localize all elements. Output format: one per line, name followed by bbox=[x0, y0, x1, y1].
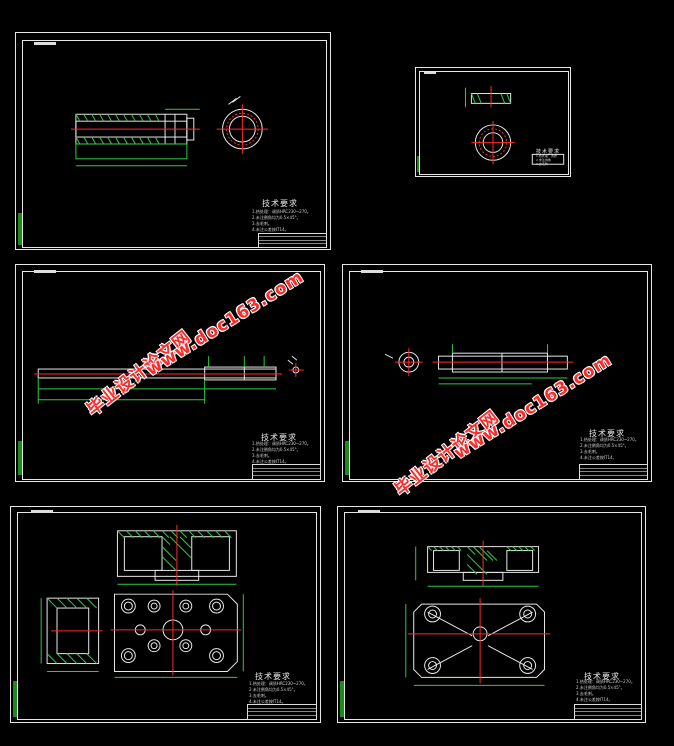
sheet-inner-frame bbox=[344, 512, 642, 720]
tech-requirements-heading: 技术要求 bbox=[262, 199, 298, 208]
tech-note: 4.未注公差按IT14。 bbox=[576, 697, 613, 702]
tech-note: 3.去毛刺 bbox=[536, 162, 548, 166]
sheet-margin-strip bbox=[417, 156, 419, 172]
sheet-margin-strip bbox=[13, 681, 17, 717]
tech-note: 4.未注公差按IT14。 bbox=[252, 227, 289, 232]
sheet-label-tag bbox=[358, 510, 380, 513]
tech-note: 3.去毛刺。 bbox=[252, 221, 272, 226]
tech-note: 2.未注倒角均为0.5×45°。 bbox=[249, 687, 298, 692]
tech-note: 3.去毛刺。 bbox=[580, 449, 600, 454]
tech-note: 2.未注倒角 bbox=[536, 158, 551, 162]
sheet-margin-strip bbox=[340, 681, 344, 717]
sheet-label-tag bbox=[31, 510, 53, 513]
roller-shaft-drawing bbox=[384, 344, 574, 385]
title-block bbox=[258, 233, 327, 248]
tech-note: 4.未注公差按IT14。 bbox=[249, 699, 286, 704]
tech-note: 2.未注倒角均为0.5×45°。 bbox=[252, 447, 301, 452]
sheet-label-tag bbox=[424, 72, 436, 74]
sheet-inner-frame bbox=[22, 271, 321, 480]
sheet-inner-frame bbox=[22, 40, 327, 248]
tech-note: 1.热处理：调质HRC230~270。 bbox=[252, 441, 311, 446]
title-block bbox=[247, 704, 317, 720]
drawing-sheet-roller-shaft[interactable]: 技术要求 1.热处理：调质HRC230~270。 2.未注倒角均为0.5×45°… bbox=[342, 264, 652, 482]
sheet-inner-frame bbox=[349, 271, 648, 480]
title-block bbox=[252, 464, 321, 480]
tech-note: 3.去毛刺。 bbox=[576, 691, 596, 696]
tech-note: 2.未注倒角均为0.5×45°。 bbox=[252, 215, 301, 220]
drawing-sheet-long-shaft[interactable]: 技术要求 1.热处理：调质HRC230~270。 2.未注倒角均为0.5×45°… bbox=[15, 264, 325, 482]
sheet-margin-strip bbox=[18, 441, 22, 475]
tech-note: 1.热处理：调质 bbox=[536, 154, 557, 158]
box-frame-drawing bbox=[40, 524, 244, 678]
sheet-margin-strip bbox=[345, 441, 349, 475]
tech-note: 3.去毛刺。 bbox=[249, 693, 269, 698]
sheet-inner-frame bbox=[17, 512, 317, 720]
tech-requirements-heading: 技术要求 bbox=[536, 149, 561, 155]
drawing-sheet-ring-part[interactable]: 技术要求 1.热处理：调质 2.未注倒角 3.去毛刺 bbox=[415, 67, 571, 177]
tech-note: 1.热处理：调质HRC230~270。 bbox=[249, 681, 308, 686]
tech-note: 1.热处理：调质HRC230~270。 bbox=[252, 209, 311, 214]
sheet-inner-frame bbox=[419, 71, 569, 175]
tech-requirements-heading: 技术要求 bbox=[589, 429, 625, 438]
base-plate-drawing bbox=[405, 540, 551, 686]
title-block bbox=[579, 464, 648, 480]
tech-note: 1.热处理：调质HRC230~270。 bbox=[576, 679, 635, 684]
tech-note: 1.热处理：调质HRC230~270。 bbox=[580, 437, 639, 442]
ring-part-drawing bbox=[465, 85, 565, 165]
long-shaft-drawing bbox=[34, 355, 304, 404]
drawing-sheet-base-plate[interactable]: 技术要求 1.热处理：调质HRC230~270。 2.未注倒角均为0.5×45°… bbox=[337, 506, 646, 723]
sheet-label-tag bbox=[34, 270, 56, 273]
drawing-sheet-shaft-sleeve[interactable]: 技术要求 1.热处理：调质HRC230~270。 2.未注倒角均为0.5×45°… bbox=[15, 32, 331, 250]
tech-note: 2.未注倒角均为0.5×45°。 bbox=[580, 443, 629, 448]
sheet-label-tag bbox=[34, 42, 56, 45]
shaft-sleeve-drawing bbox=[70, 96, 269, 167]
sheet-margin-strip bbox=[18, 213, 22, 245]
sheet-label-tag bbox=[361, 270, 383, 273]
tech-note: 4.未注公差按IT14。 bbox=[252, 459, 289, 464]
title-block bbox=[574, 704, 642, 720]
tech-requirements-heading: 技术要求 bbox=[261, 433, 297, 442]
tech-note: 2.未注倒角均为0.5×45°。 bbox=[576, 685, 625, 690]
tech-requirements-heading: 技术要求 bbox=[255, 672, 291, 681]
tech-note: 3.去毛刺。 bbox=[252, 453, 272, 458]
tech-requirements-heading: 技术要求 bbox=[584, 672, 620, 681]
drawing-sheet-box-frame[interactable]: 技术要求 1.热处理：调质HRC230~270。 2.未注倒角均为0.5×45°… bbox=[10, 506, 321, 723]
tech-note: 4.未注公差按IT14。 bbox=[580, 455, 617, 460]
